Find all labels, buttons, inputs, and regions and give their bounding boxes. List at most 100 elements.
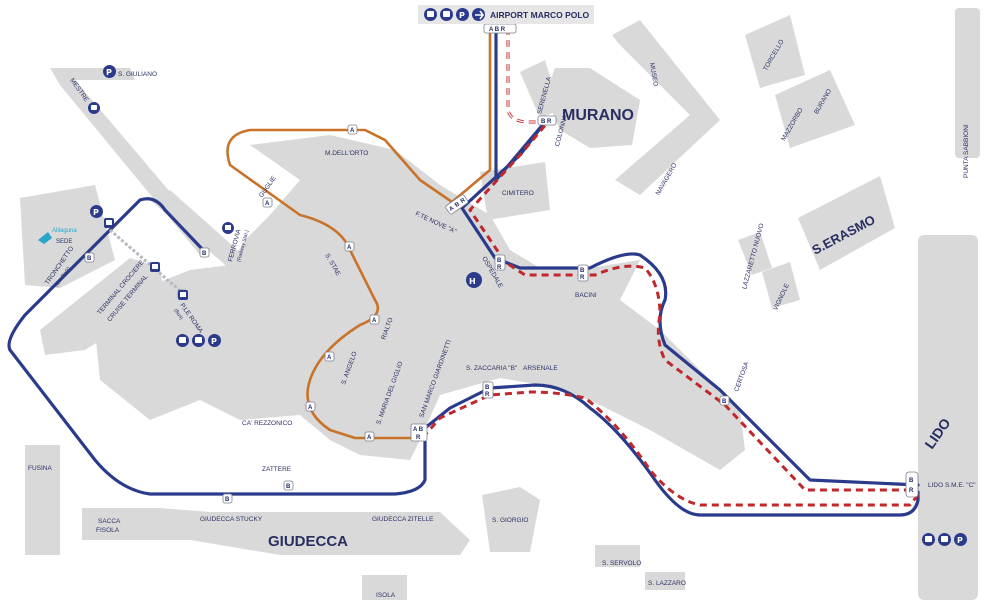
land-s-servolo <box>595 545 640 567</box>
bus-icon <box>176 334 189 347</box>
land-mazzorbo <box>775 70 855 148</box>
place-s-servolo: S. SERVOLO <box>602 560 641 567</box>
stop-lido-b: B <box>909 478 914 484</box>
route-line-b <box>7 26 920 517</box>
stop-bacini-b: B <box>580 268 585 274</box>
bus-icon <box>192 334 205 347</box>
land-s-lazzaro <box>645 572 685 590</box>
stop-s-angelo[interactable] <box>324 351 335 362</box>
svg-text:P: P <box>93 208 99 217</box>
land-museo-strip <box>612 20 720 195</box>
place-s-zaccaria: S. ZACCARIA "B" <box>466 365 518 372</box>
train-icon <box>150 262 160 272</box>
stop-lido[interactable] <box>905 471 919 498</box>
stop-san-marco-ab: A B <box>413 427 424 433</box>
stop-lido-r: R <box>909 488 914 494</box>
stop-airport-label: A B R <box>489 27 506 33</box>
place-cimitero: CIMITERO <box>502 190 534 197</box>
stop-colonna-label: B R <box>541 119 552 125</box>
stop-giudecca-stucky[interactable] <box>222 493 233 504</box>
stop-ospedale-r: R <box>497 265 502 271</box>
train-icon <box>222 222 234 234</box>
land-venice-main <box>95 135 745 470</box>
land-s-giorgio <box>482 487 540 552</box>
place-ca-rezzonico: CA' REZZONICO <box>242 420 292 427</box>
land-punta-sabbioni <box>955 8 980 158</box>
land-cruise-piers <box>40 258 165 355</box>
stop-ospedale[interactable] <box>494 254 506 271</box>
stop-ca-rezzonico[interactable] <box>305 401 316 412</box>
alilaguna-logo: Alilaguna <box>38 228 77 244</box>
stop-fte-nove[interactable]: A B R <box>445 194 469 215</box>
place-airport: AIRPORT MARCO POLO <box>490 10 590 20</box>
land-lazzaretto <box>738 232 772 275</box>
stop-certosa-label: B <box>722 399 727 405</box>
stop-s-stae[interactable] <box>344 241 355 252</box>
stop-rialto-label: A <box>372 318 377 324</box>
place-sacca: SACCA <box>98 518 121 525</box>
place-punta-sabbioni: PUNTA SABBIONI <box>963 124 970 178</box>
place-giudecca-stucky: GIUDECCA STUCKY <box>200 516 263 523</box>
stop-zattere-label: B <box>286 484 291 490</box>
stop-tronchetto[interactable] <box>84 252 95 263</box>
place-giudecca-zitelle: GIUDECCA ZITELLE <box>372 516 434 523</box>
bus-icon <box>922 533 935 546</box>
land-s-erasmo <box>798 176 895 270</box>
stop-zattere[interactable] <box>283 480 294 491</box>
stop-rialto[interactable] <box>369 314 380 325</box>
land-torcello <box>745 15 805 88</box>
bus-icon <box>938 533 951 546</box>
place-sede: SEDE <box>56 239 72 245</box>
people-mover-line <box>109 228 186 297</box>
place-museo: MUSEO <box>648 62 659 87</box>
stop-s-maria[interactable] <box>364 431 375 442</box>
place-giudecca: GIUDECCA <box>268 533 348 550</box>
parking-icon: P <box>954 533 967 546</box>
stop-fte-nove-a: A <box>448 205 456 213</box>
routes <box>7 26 920 517</box>
stop-giudecca-stucky-label: B <box>225 497 230 503</box>
stop-colonna[interactable] <box>537 115 557 126</box>
stop-bacini[interactable] <box>577 264 589 282</box>
svg-text:P: P <box>106 68 112 77</box>
parking-icon: P <box>103 65 116 78</box>
land-vignole <box>762 262 800 308</box>
land-rail-bridge <box>150 190 260 282</box>
stop-s-angelo-label: A <box>327 355 332 361</box>
stop-tronchetto-label: B <box>87 256 92 262</box>
land-isola <box>362 575 407 600</box>
stop-s-stae-label: A <box>347 245 352 251</box>
train-icon <box>178 290 188 300</box>
place-p-roma-sub: (Bus) <box>172 308 184 322</box>
svg-text:H: H <box>469 277 476 286</box>
land-fusina <box>25 445 60 555</box>
stop-fte-nove-b: B <box>454 201 462 209</box>
parking-icon: P <box>456 8 469 21</box>
place-fusina: FUSINA <box>28 465 53 472</box>
place-s-giuliano: S. GIULIANO <box>118 71 157 78</box>
place-s-giorgio: S. GIORGIO <box>492 517 528 524</box>
stop-guglie[interactable] <box>262 197 273 208</box>
parking-icon: P <box>208 334 221 347</box>
stop-s-maria-label: A <box>367 435 372 441</box>
stop-fte-nove-box[interactable] <box>445 194 469 215</box>
land-giudecca <box>82 508 470 555</box>
stop-s-zaccaria-r: R <box>485 392 490 398</box>
svg-text:Alilaguna: Alilaguna <box>52 228 77 234</box>
stop-s-zaccaria[interactable] <box>482 381 494 399</box>
stop-m-dell-orto[interactable] <box>347 124 358 135</box>
svg-text:P: P <box>957 536 963 545</box>
train-icon <box>104 218 114 228</box>
bus-icon <box>88 102 100 114</box>
stop-m-dell-orto-label: A <box>350 128 355 134</box>
icon-badges: P AIRPORT MARCO POLO P P P H P Alilaguna <box>38 5 967 546</box>
place-fisola: FISOLA <box>96 527 120 534</box>
parking-icon: P <box>90 205 103 218</box>
stop-san-marco[interactable] <box>410 423 428 442</box>
place-zattere: ZATTERE <box>262 466 292 473</box>
stop-ferrovia[interactable] <box>199 247 210 258</box>
stop-ca-rezzonico-label: A <box>308 405 313 411</box>
land-serenella <box>520 60 560 118</box>
stop-certosa[interactable] <box>719 395 730 406</box>
